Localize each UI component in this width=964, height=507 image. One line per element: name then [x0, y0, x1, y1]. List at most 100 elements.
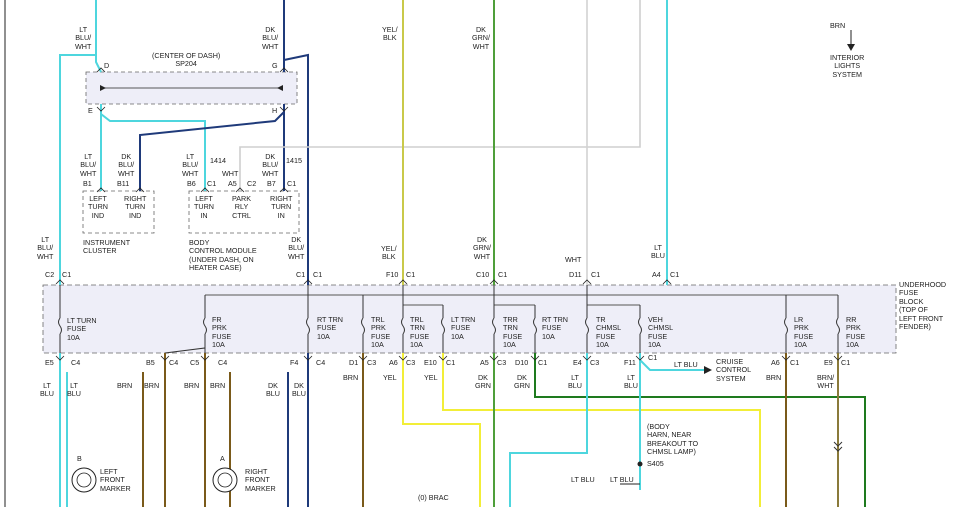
- fb-bot-pin-c5: C5: [190, 358, 200, 367]
- fb-bot-conn-e9: C1: [841, 358, 851, 367]
- fb-top-conn-6: C1: [670, 270, 680, 279]
- splice-arrow-left: [100, 85, 106, 91]
- fb-top-wire-6: LT BLU: [651, 243, 665, 261]
- splice-pin-d: D: [104, 61, 110, 70]
- fb-bot-wire-e4: LT BLU: [568, 373, 582, 391]
- left-marker-lamp-inner: [76, 472, 92, 488]
- body-harness-label: (BODY HARN, NEAR BREAKOUT TO CHMSL LAMP): [647, 422, 699, 457]
- fb-bot-pin-e10: E10: [424, 358, 437, 367]
- fb-bot-wire-b5: BRN: [117, 381, 133, 390]
- fr-prk-split: [164, 347, 206, 354]
- wire-d10-dk-grn: [534, 353, 866, 507]
- fb-bot-wire-f11: LT BLU: [624, 373, 638, 391]
- top-wire-dk-grn-wht: DK GRN/ WHT: [472, 25, 490, 51]
- fb-bot-wire-a5: DK GRN: [475, 373, 491, 391]
- fb-bot-pin-a6: A6: [389, 358, 398, 367]
- fb-bot-conn-d1: C3: [367, 358, 377, 367]
- right-marker-lamp-inner: [217, 472, 233, 488]
- wire-e10-yel: [442, 353, 761, 507]
- fb-bot-wire-f4b: DK BLU: [292, 381, 306, 399]
- cluster-pin-right: B11: [117, 179, 130, 188]
- wire-lt-blu-wht-left: [59, 54, 96, 285]
- fb-bot-pin-d10: D10: [515, 358, 529, 367]
- fb-bot-wire-c5: BRN: [184, 381, 200, 390]
- fuse-trr-trn: TRR TRN FUSE 10A: [503, 315, 523, 350]
- fb-bot-wire-e5b: LT BLU: [67, 381, 81, 399]
- fuse-lt-trn: LT TRN FUSE 10A: [451, 315, 476, 341]
- fb-bot-pin-a6-2: A6: [771, 358, 780, 367]
- fb-bot-conn-e4: C3: [590, 358, 600, 367]
- fb-bot-pin-b5: B5: [146, 358, 155, 367]
- cruise-label: CRUISE CONTROL SYSTEM: [716, 357, 752, 383]
- bcm-right-turn-in: RIGHT TURN IN: [270, 194, 293, 220]
- fb-bot-conn-e10: C1: [446, 358, 456, 367]
- fuse-rr-prk: RR PRK FUSE 10A: [846, 315, 866, 350]
- top-wire-dk-blu-wht: DK BLU/ WHT: [262, 25, 279, 51]
- wire-lt-blu-wht-top: [95, 0, 102, 73]
- fb-top-wire-5: WHT: [565, 255, 582, 264]
- fb-bot-conn-f4: C4: [316, 358, 326, 367]
- bcm-pin-c1a: C1: [207, 179, 217, 188]
- fb-bot-wire-d10: DK GRN: [514, 373, 530, 391]
- right-marker-label: RIGHT FRONT MARKER: [245, 467, 276, 493]
- fuse-lt-turn: LT TURN FUSE 10A: [67, 316, 97, 342]
- fb-top-conn-3: C1: [406, 270, 416, 279]
- fb-bot-wire-b5b: BRN: [144, 381, 160, 390]
- cruise-arrow: [704, 366, 712, 374]
- right-marker-lamp-icon: [212, 467, 238, 493]
- right-marker-pin: A: [220, 454, 225, 463]
- brn-interior-arrow: [847, 44, 855, 51]
- splice-pin-e: E: [88, 106, 93, 115]
- fb-bot-pin-f11: F11: [624, 358, 636, 367]
- fuse-veh-chmsl: VEH CHMSL FUSE 10A: [648, 315, 674, 350]
- bcm-pin-c2: C2: [247, 179, 257, 188]
- fb-bot-conn-e5: C4: [71, 358, 81, 367]
- bcm-wire-left: LT BLU/ WHT: [182, 152, 199, 178]
- wire-h-to-cluster: [139, 111, 285, 191]
- cluster-wire-right: DK BLU/ WHT: [118, 152, 135, 178]
- bcm-circuit-left: 1414: [210, 156, 226, 165]
- s405-splice-dot: [637, 461, 643, 467]
- fb-bot-wire-a6: YEL: [383, 373, 397, 382]
- fb-top-pin-4: C10: [476, 270, 490, 279]
- splice-pin-g: G: [272, 61, 278, 70]
- fb-bot-conn-a6-2: C1: [790, 358, 800, 367]
- fb-bot-conn-b5: C4: [169, 358, 179, 367]
- bcm-park-rly-ctrl: PARK RLY CTRL: [232, 194, 252, 220]
- s405-label: S405: [647, 459, 664, 468]
- bcm-wire-mid: WHT: [222, 169, 239, 178]
- fb-top-pin-1: C2: [45, 270, 55, 279]
- top-wire-lt-blu-wht: LT BLU/ WHT: [75, 25, 92, 51]
- fb-top-conn-5: C1: [591, 270, 601, 279]
- cluster-right-turn-ind: RIGHT TURN IND: [124, 194, 147, 220]
- fuse-fr-prk: FR PRK FUSE 10A: [212, 315, 232, 350]
- fb-bot-pin-e5: E5: [45, 358, 54, 367]
- bcm-pin-b6: B6: [187, 179, 196, 188]
- fb-top-wire-1: LT BLU/ WHT: [37, 235, 54, 261]
- fuse-rt-trn-2: RT TRN FUSE 10A: [542, 315, 568, 341]
- fb-top-wire-4: DK GRN/ WHT: [473, 235, 491, 261]
- interior-lights-label: INTERIOR LIGHTS SYSTEM: [830, 53, 865, 79]
- fb-bot-conn-d10: C1: [538, 358, 548, 367]
- fb-bot-pin-d1: D1: [349, 358, 359, 367]
- left-marker-lamp-icon: [71, 467, 97, 493]
- wire-a6-yel: [402, 353, 481, 507]
- cluster-wire-left: LT BLU/ WHT: [80, 152, 97, 178]
- fuse-symbols: [58, 285, 840, 353]
- cluster-pin-left: B1: [83, 179, 92, 188]
- fuse-block-box: [42, 284, 897, 354]
- top-wire-brn: BRN: [830, 21, 846, 30]
- connector-marks: [55, 67, 843, 361]
- fb-top-pin-3: F10: [386, 270, 399, 279]
- instrument-cluster-name: INSTRUMENT CLUSTER: [83, 238, 131, 256]
- fb-bot-conn-a5: C3: [497, 358, 507, 367]
- fb-bot-conn-c5: C4: [218, 358, 228, 367]
- fb-bot-wire-c5b: BRN: [210, 381, 226, 390]
- body-harness-wire-a: LT BLU: [571, 475, 595, 484]
- wire-e4-lt-blu: [509, 353, 588, 507]
- cruise-pin: C1: [648, 353, 658, 362]
- fuse-tr-chmsl: TR CHMSL FUSE 10A: [596, 315, 622, 350]
- fb-bot-wire-d1: BRN: [343, 373, 359, 382]
- fb-bot-wire-f4: DK BLU: [266, 381, 280, 399]
